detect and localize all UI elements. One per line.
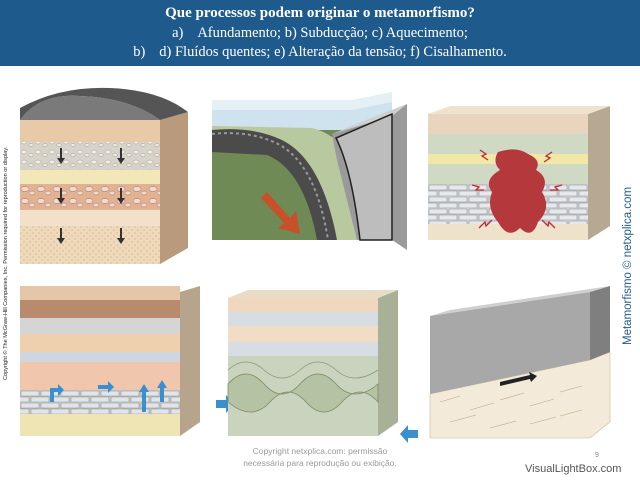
- watermark: VisualLightBox.com: [525, 463, 622, 475]
- panel-heating-icon: [428, 106, 610, 240]
- side-brand: Metamorfismo © netxplica.com: [622, 186, 634, 345]
- panel-stress-change-icon: [227, 290, 418, 443]
- slide-subtitle-line-2: b) d) Fluídos quentes; e) Alteração da te…: [0, 44, 640, 61]
- list-text: d) Fluídos quentes; e) Alteração da tens…: [159, 44, 507, 60]
- slide-title: Que processos podem originar o metamorfi…: [165, 5, 475, 21]
- page-number: 9: [595, 452, 599, 459]
- list-marker: a): [172, 25, 184, 41]
- panel-shearing-icon: [429, 286, 611, 439]
- footer-copyright: Copyright netxplica.com: permissão neces…: [200, 445, 440, 469]
- panel-burial-icon: [20, 87, 188, 264]
- list-marker: b): [133, 44, 146, 60]
- panel-subduction-icon: [211, 92, 407, 250]
- slide-header: Que processos podem originar o metamorfi…: [0, 0, 640, 66]
- footer-copyright-line-1: Copyright netxplica.com: permissão: [252, 446, 388, 456]
- slide-subtitle-line-1: a) Afundamento; b) Subducção; c) Aquecime…: [0, 25, 640, 42]
- side-copyright: Copyright © The McGraw-Hill Companies, I…: [3, 146, 9, 380]
- list-text: Afundamento; b) Subducção; c) Aqueciment…: [197, 25, 468, 41]
- footer-copyright-line-2: necessária para reprodução ou exibição.: [243, 458, 397, 468]
- panel-hot-fluids-icon: [20, 286, 234, 436]
